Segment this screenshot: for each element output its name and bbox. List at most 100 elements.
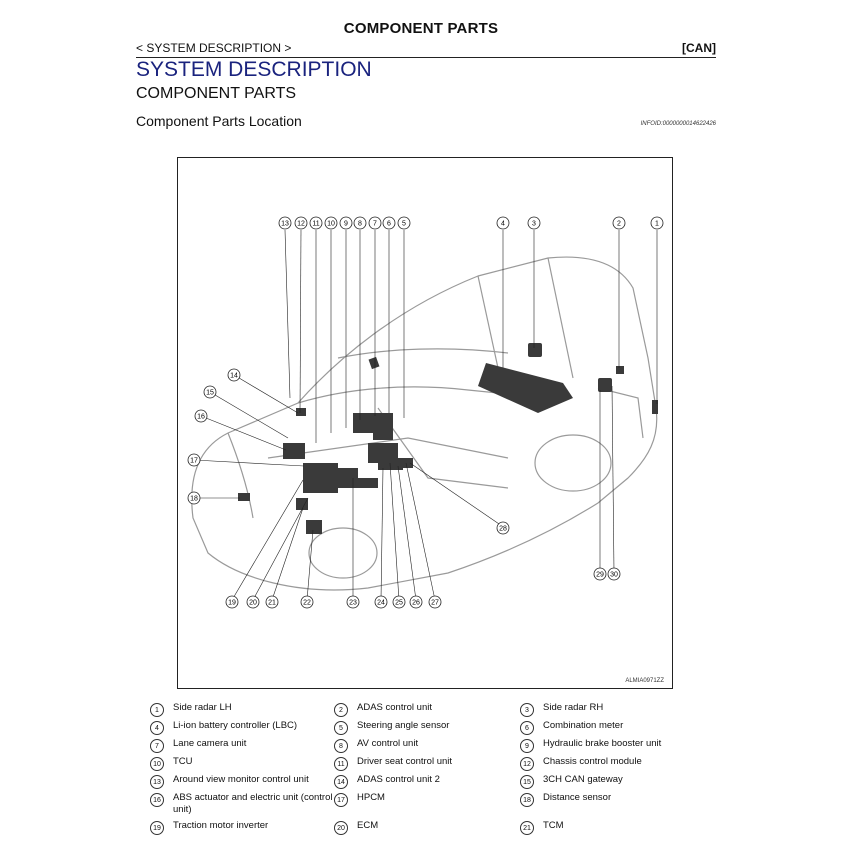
callout-29: 29 xyxy=(593,567,607,581)
legend-label: Around view monitor control unit xyxy=(173,774,309,785)
legend-label: Chassis control module xyxy=(543,756,642,767)
callout-27: 27 xyxy=(428,595,442,609)
svg-text:13: 13 xyxy=(281,221,289,228)
legend-label: TCU xyxy=(173,756,193,767)
callout-1: 1 xyxy=(650,216,664,230)
legend-label: Traction motor inverter xyxy=(173,820,269,831)
callout-6: 6 xyxy=(382,216,396,230)
legend-number: 14 xyxy=(334,775,348,789)
callout-4: 4 xyxy=(496,216,510,230)
location-title: Component Parts Location xyxy=(136,113,302,129)
legend-label: Side radar RH xyxy=(543,702,604,713)
callout-15: 15 xyxy=(203,385,217,399)
legend-number: 15 xyxy=(520,775,534,789)
legend-number: 17 xyxy=(334,793,348,807)
legend-label: ADAS control unit 2 xyxy=(357,774,440,785)
component-blocks xyxy=(238,343,658,534)
legend-number: 6 xyxy=(520,721,534,735)
legend-number: 8 xyxy=(334,739,348,753)
svg-text:7: 7 xyxy=(373,221,377,228)
legend-item: 15 3CH CAN gateway xyxy=(520,774,708,789)
legend-label: Side radar LH xyxy=(173,702,232,713)
page-header-title: COMPONENT PARTS xyxy=(343,20,499,37)
legend-number: 1 xyxy=(150,703,164,717)
callout-16: 16 xyxy=(194,409,208,423)
callout-11: 11 xyxy=(309,216,323,230)
callout-21: 21 xyxy=(265,595,279,609)
legend-label: ABS actuator and electric unit (control … xyxy=(173,792,333,815)
callout-25: 25 xyxy=(392,595,406,609)
svg-text:9: 9 xyxy=(344,221,348,228)
legend-label: ADAS control unit xyxy=(357,702,432,713)
callout-28: 28 xyxy=(496,521,510,535)
callout-markers: 1 2 3 4 5 6 7 8 9 10 11 12 13 14 15 16 1… xyxy=(187,216,664,609)
vehicle-illustration: 1 2 3 4 5 6 7 8 9 10 11 12 13 14 15 16 1… xyxy=(187,216,664,609)
callout-7: 7 xyxy=(368,216,382,230)
legend-label: Lane camera unit xyxy=(173,738,247,749)
legend-label: Distance sensor xyxy=(543,792,612,803)
legend-item: 13 Around view monitor control unit xyxy=(150,774,338,789)
section-tag: [CAN] xyxy=(682,41,716,55)
breadcrumb-row: < SYSTEM DESCRIPTION > [CAN] xyxy=(136,41,716,57)
callout-26: 26 xyxy=(409,595,423,609)
legend-item: 1 Side radar LH xyxy=(150,702,338,717)
legend-label: TCM xyxy=(543,820,564,831)
legend-number: 18 xyxy=(520,793,534,807)
breadcrumb[interactable]: < SYSTEM DESCRIPTION > xyxy=(136,41,292,55)
svg-text:19: 19 xyxy=(228,600,236,607)
legend-item: 17 HPCM xyxy=(334,792,522,807)
svg-text:10: 10 xyxy=(327,221,335,228)
legend-number: 20 xyxy=(334,821,348,835)
legend-number: 9 xyxy=(520,739,534,753)
svg-text:23: 23 xyxy=(349,600,357,607)
callout-3: 3 xyxy=(527,216,541,230)
legend-label: Combination meter xyxy=(543,720,624,731)
vehicle-outline xyxy=(191,256,658,591)
svg-text:21: 21 xyxy=(268,600,276,607)
component-location-figure: 1 2 3 4 5 6 7 8 9 10 11 12 13 14 15 16 1… xyxy=(177,157,673,689)
legend-number: 3 xyxy=(520,703,534,717)
callout-2: 2 xyxy=(612,216,626,230)
legend-number: 2 xyxy=(334,703,348,717)
svg-text:2: 2 xyxy=(617,221,621,228)
svg-text:1: 1 xyxy=(655,221,659,228)
header-divider xyxy=(136,57,716,58)
svg-text:15: 15 xyxy=(206,390,214,397)
callout-22: 22 xyxy=(300,595,314,609)
svg-text:18: 18 xyxy=(190,496,198,503)
legend-item: 2 ADAS control unit xyxy=(334,702,522,717)
legend-label: 3CH CAN gateway xyxy=(543,774,623,785)
legend-number: 5 xyxy=(334,721,348,735)
leader-lines xyxy=(193,229,658,601)
svg-text:5: 5 xyxy=(402,221,406,228)
legend-item: 8 AV control unit xyxy=(334,738,522,753)
legend-item: 10 TCU xyxy=(150,756,338,771)
legend-item: 3 Side radar RH xyxy=(520,702,708,717)
legend-number: 10 xyxy=(150,757,164,771)
legend-label: HPCM xyxy=(357,792,385,803)
svg-text:20: 20 xyxy=(249,600,257,607)
callout-20: 20 xyxy=(246,595,260,609)
legend-item: 14 ADAS control unit 2 xyxy=(334,774,522,789)
callout-17: 17 xyxy=(187,453,201,467)
svg-text:3: 3 xyxy=(532,221,536,228)
svg-text:17: 17 xyxy=(190,458,198,465)
svg-text:14: 14 xyxy=(230,373,238,380)
legend-number: 4 xyxy=(150,721,164,735)
callout-18: 18 xyxy=(187,491,201,505)
section-title: SYSTEM DESCRIPTION xyxy=(136,58,372,81)
legend-label: Driver seat control unit xyxy=(357,756,453,767)
legend-label: AV control unit xyxy=(357,738,419,749)
legend-number: 11 xyxy=(334,757,348,771)
svg-text:26: 26 xyxy=(412,600,420,607)
legend-number: 13 xyxy=(150,775,164,789)
callout-24: 24 xyxy=(374,595,388,609)
callout-13: 13 xyxy=(278,216,292,230)
